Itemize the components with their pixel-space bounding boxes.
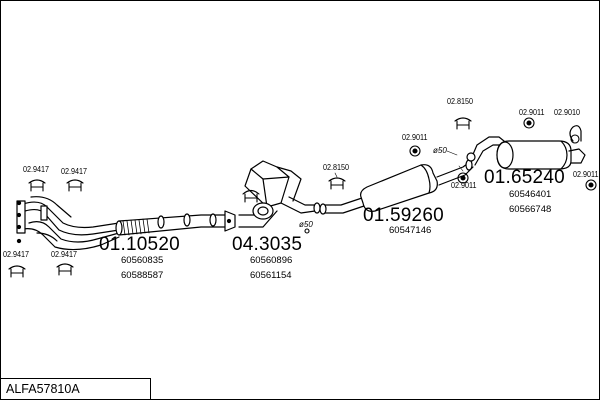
- oe-number-catalyst-1: 60560896: [250, 255, 293, 266]
- oe-number-manifold-2: 60588587: [121, 270, 164, 281]
- middle-silencer-body: [360, 159, 474, 212]
- diagram-code-label: ALFA57810A: [1, 378, 151, 399]
- manifold-pipe: [16, 196, 120, 251]
- clamp-label-9417-b: 02.9417: [61, 167, 88, 176]
- clamp-symbols: [8, 117, 597, 278]
- clamp-label-9417-d: 02.9417: [51, 250, 78, 259]
- clamp-label-9010: 02.9010: [554, 108, 581, 117]
- manifold-flexible-section: [115, 210, 236, 236]
- clamp-label-9011-b: 02.9011: [451, 181, 477, 190]
- clamp-label-9011-a: 02.9011: [402, 133, 428, 142]
- oe-number-catalyst-2: 60561154: [250, 270, 292, 281]
- clamp-label-8150-a: 02.8150: [323, 163, 350, 172]
- part-number-manifold: 01.10520: [99, 234, 180, 255]
- leader-lines: [334, 150, 464, 178]
- clamp-label-9011-d: 02.9011: [573, 170, 599, 179]
- part-number-middle-silencer: 01.59260: [363, 205, 444, 226]
- clamp-label-9417-a: 02.9417: [23, 165, 50, 174]
- oe-number-rear-silencer-1: 60546401: [509, 189, 552, 200]
- clamp-label-8150-b: 02.8150: [447, 97, 474, 106]
- catalyst-body: [238, 160, 321, 228]
- part-number-catalyst: 04.3035: [232, 234, 303, 255]
- clamp-label-9417-c: 02.9417: [3, 250, 30, 259]
- diameter-label-a: ø50: [299, 220, 313, 229]
- oe-number-middle-silencer-1: 60547146: [389, 225, 432, 236]
- clamp-label-9011-c: 02.9011: [519, 108, 545, 117]
- diameter-label-b: ø50: [433, 146, 447, 155]
- part-number-rear-silencer: 01.65240: [484, 167, 565, 188]
- oe-number-manifold-1: 60560835: [121, 255, 164, 266]
- rear-silencer-body: [496, 125, 586, 170]
- oe-number-rear-silencer-2: 60566748: [509, 204, 552, 215]
